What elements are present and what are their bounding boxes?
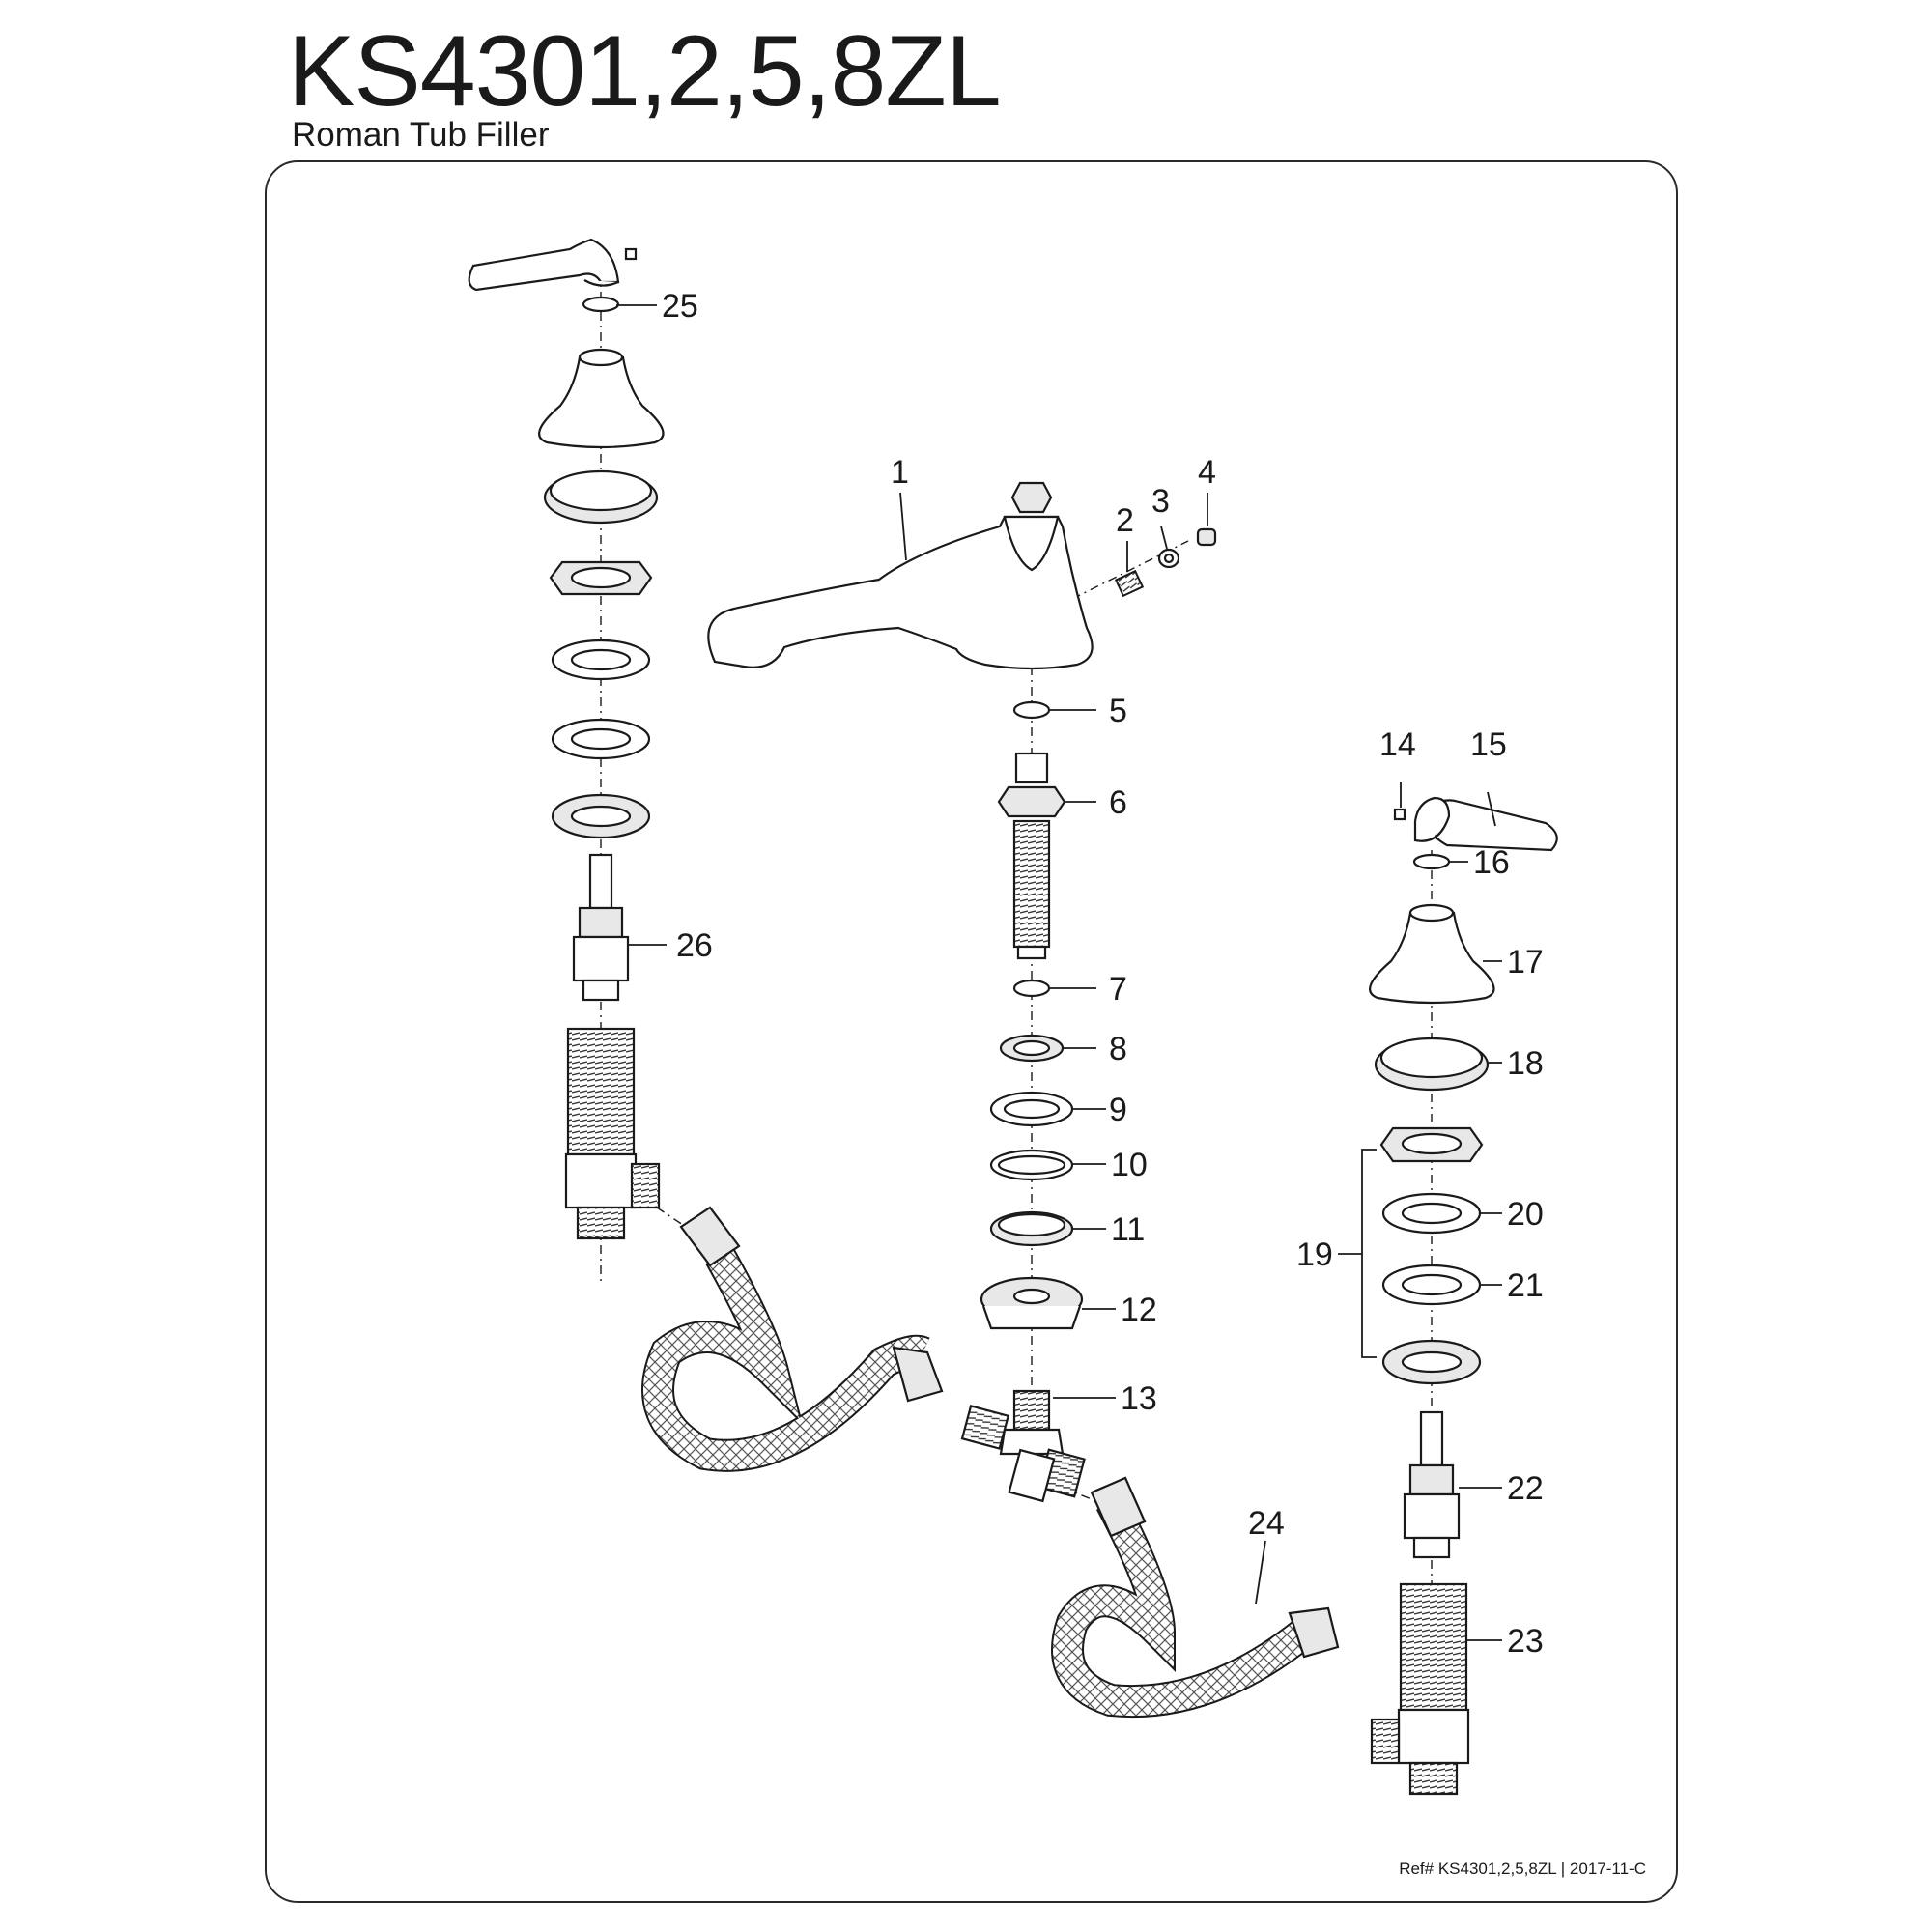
callout-5: 5 bbox=[1109, 693, 1127, 729]
callout-25: 25 bbox=[662, 288, 698, 325]
right-handle-assembly bbox=[1369, 796, 1558, 1796]
callout-2: 2 bbox=[1116, 502, 1134, 539]
callout-15: 15 bbox=[1470, 726, 1507, 763]
callout-9: 9 bbox=[1109, 1092, 1127, 1128]
callout-1: 1 bbox=[891, 454, 909, 491]
callout-16: 16 bbox=[1473, 844, 1510, 881]
page-subtitle: Roman Tub Filler bbox=[292, 116, 550, 154]
left-handle-assembly bbox=[468, 238, 665, 1240]
spout-assembly bbox=[707, 481, 1217, 1503]
callout-labels: 1 2 3 4 5 6 7 8 9 10 11 12 13 14 15 16 1… bbox=[662, 288, 1544, 1660]
callout-22: 22 bbox=[1507, 1470, 1544, 1507]
callout-23: 23 bbox=[1507, 1623, 1544, 1660]
callout-12: 12 bbox=[1121, 1292, 1157, 1328]
callout-13: 13 bbox=[1121, 1380, 1157, 1417]
callout-4: 4 bbox=[1198, 454, 1216, 491]
reference-code: Ref# KS4301,2,5,8ZL | 2017-11-C bbox=[1399, 1860, 1646, 1878]
supply-hoses bbox=[641, 1206, 1340, 1719]
callout-18: 18 bbox=[1507, 1045, 1544, 1082]
callout-21: 21 bbox=[1507, 1267, 1544, 1304]
callout-7: 7 bbox=[1109, 971, 1127, 1008]
callout-17: 17 bbox=[1507, 944, 1544, 980]
callout-26: 26 bbox=[676, 927, 713, 964]
callout-19: 19 bbox=[1296, 1236, 1333, 1273]
callout-20: 20 bbox=[1507, 1196, 1544, 1233]
callout-6: 6 bbox=[1109, 784, 1127, 821]
callout-3: 3 bbox=[1151, 483, 1170, 520]
callout-8: 8 bbox=[1109, 1031, 1127, 1067]
callout-24: 24 bbox=[1248, 1505, 1285, 1542]
page-title: KS4301,2,5,8ZL bbox=[288, 15, 1002, 128]
callout-14: 14 bbox=[1379, 726, 1416, 763]
callout-10: 10 bbox=[1111, 1147, 1148, 1183]
callout-11: 11 bbox=[1111, 1211, 1145, 1248]
diagram-frame bbox=[265, 160, 1678, 1903]
callout-leaders bbox=[616, 304, 1502, 1641]
